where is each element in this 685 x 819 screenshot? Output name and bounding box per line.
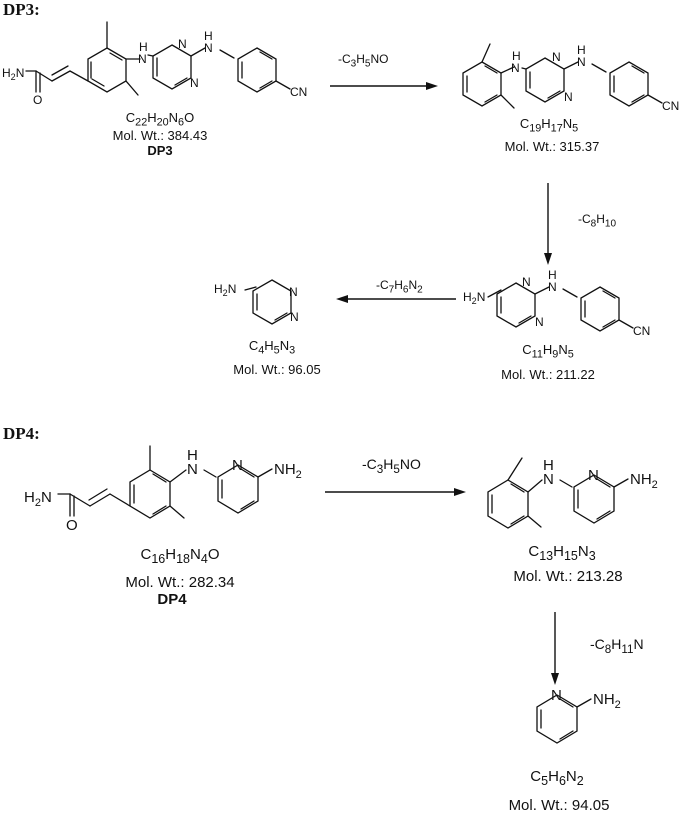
dp4-frag1-formula: C13H15N3: [528, 543, 596, 563]
svg-text:O: O: [33, 93, 42, 107]
svg-text:CN: CN: [290, 85, 307, 99]
svg-text:N: N: [552, 50, 561, 64]
section-title-dp4: DP4:: [3, 424, 40, 443]
svg-text:N: N: [535, 315, 544, 329]
dp3-frag3-mol-wt: Mol. Wt.: 96.05: [233, 362, 321, 377]
dp3-frag2-structure: H2N N N N H CN: [463, 268, 650, 338]
svg-text:H2N: H2N: [2, 66, 24, 82]
dp4-step2-loss: -C8H11N: [590, 636, 644, 656]
svg-text:O: O: [66, 517, 78, 534]
svg-text:N: N: [178, 37, 187, 51]
dp4-frag1-structure: N H N NH2: [487, 457, 658, 529]
svg-text:H: H: [187, 447, 198, 464]
dp3-frag2-mol-wt: Mol. Wt.: 211.22: [501, 367, 595, 382]
svg-text:NH2: NH2: [593, 691, 621, 711]
dp4-parent-formula: C16H18N4O: [140, 546, 220, 566]
dp3-frag2-formula: C11H9N5: [522, 342, 574, 361]
svg-text:NH2: NH2: [630, 471, 658, 491]
svg-text:N: N: [232, 457, 243, 474]
svg-text:N: N: [511, 61, 520, 75]
svg-text:N: N: [522, 275, 531, 289]
dp3-frag3-formula: C4H5N3: [248, 338, 296, 357]
dp3-parent-structure: H2N O N H N N N N H CN: [2, 21, 307, 107]
arrow-dp4-step1: [325, 488, 466, 496]
svg-text:CN: CN: [662, 99, 679, 113]
svg-text:N: N: [187, 461, 198, 478]
svg-text:N: N: [138, 52, 147, 66]
svg-text:H: H: [139, 40, 148, 54]
svg-text:CN: CN: [633, 324, 650, 338]
dp3-frag1-mol-wt: Mol. Wt.: 315.37: [504, 139, 600, 154]
dp3-frag1-structure: N H N N N H CN: [462, 43, 679, 113]
svg-text:N: N: [543, 471, 554, 488]
svg-text:N: N: [588, 467, 599, 484]
arrow-dp4-step2: [551, 612, 559, 685]
svg-text:N: N: [290, 310, 299, 324]
svg-text:H: H: [577, 43, 586, 57]
svg-text:H: H: [543, 457, 554, 474]
svg-text:NH2: NH2: [274, 461, 302, 481]
svg-text:H2N: H2N: [24, 489, 52, 509]
dp3-parent-label: DP3: [147, 143, 173, 158]
svg-text:H: H: [548, 268, 557, 282]
arrow-dp3-step3: [336, 295, 456, 303]
svg-text:N: N: [190, 76, 199, 90]
dp3-step3-loss: -C7H6N2: [376, 278, 423, 296]
dp3-step2-loss: -C8H10: [578, 212, 617, 230]
svg-text:H2N: H2N: [463, 290, 485, 306]
arrow-dp3-step2: [544, 183, 552, 265]
svg-text:N: N: [289, 285, 298, 299]
dp3-parent-mol-wt: Mol. Wt.: 384.43: [112, 128, 208, 143]
dp4-frag1-mol-wt: Mol. Wt.: 213.28: [513, 568, 623, 585]
svg-text:N: N: [577, 55, 586, 69]
dp3-frag1-formula: C19H17N5: [519, 116, 579, 135]
svg-text:N: N: [564, 90, 573, 104]
dp3-parent-formula: C22H20N6O: [125, 110, 195, 129]
dp4-frag2-structure: N NH2: [536, 687, 621, 744]
svg-text:H2N: H2N: [214, 282, 236, 298]
dp4-step1-loss: -C3H5NO: [362, 456, 421, 476]
dp4-frag2-mol-wt: Mol. Wt.: 94.05: [508, 797, 610, 814]
svg-text:N: N: [551, 687, 562, 704]
dp3-step1-loss: -C3H5NO: [338, 52, 389, 70]
dp4-parent-label: DP4: [157, 591, 187, 608]
svg-text:N: N: [204, 41, 213, 55]
svg-text:N: N: [548, 280, 557, 294]
dp3-frag3-structure: H2N N N: [214, 279, 299, 325]
svg-text:H: H: [512, 49, 521, 63]
svg-text:H: H: [204, 29, 213, 43]
dp4-frag2-formula: C5H6N2: [530, 768, 584, 788]
dp4-parent-structure: H2N O N H N NH2: [24, 445, 302, 534]
dp4-parent-mol-wt: Mol. Wt.: 282.34: [125, 574, 235, 591]
section-title-dp3: DP3:: [3, 0, 40, 19]
arrow-dp3-step1: [330, 82, 438, 90]
